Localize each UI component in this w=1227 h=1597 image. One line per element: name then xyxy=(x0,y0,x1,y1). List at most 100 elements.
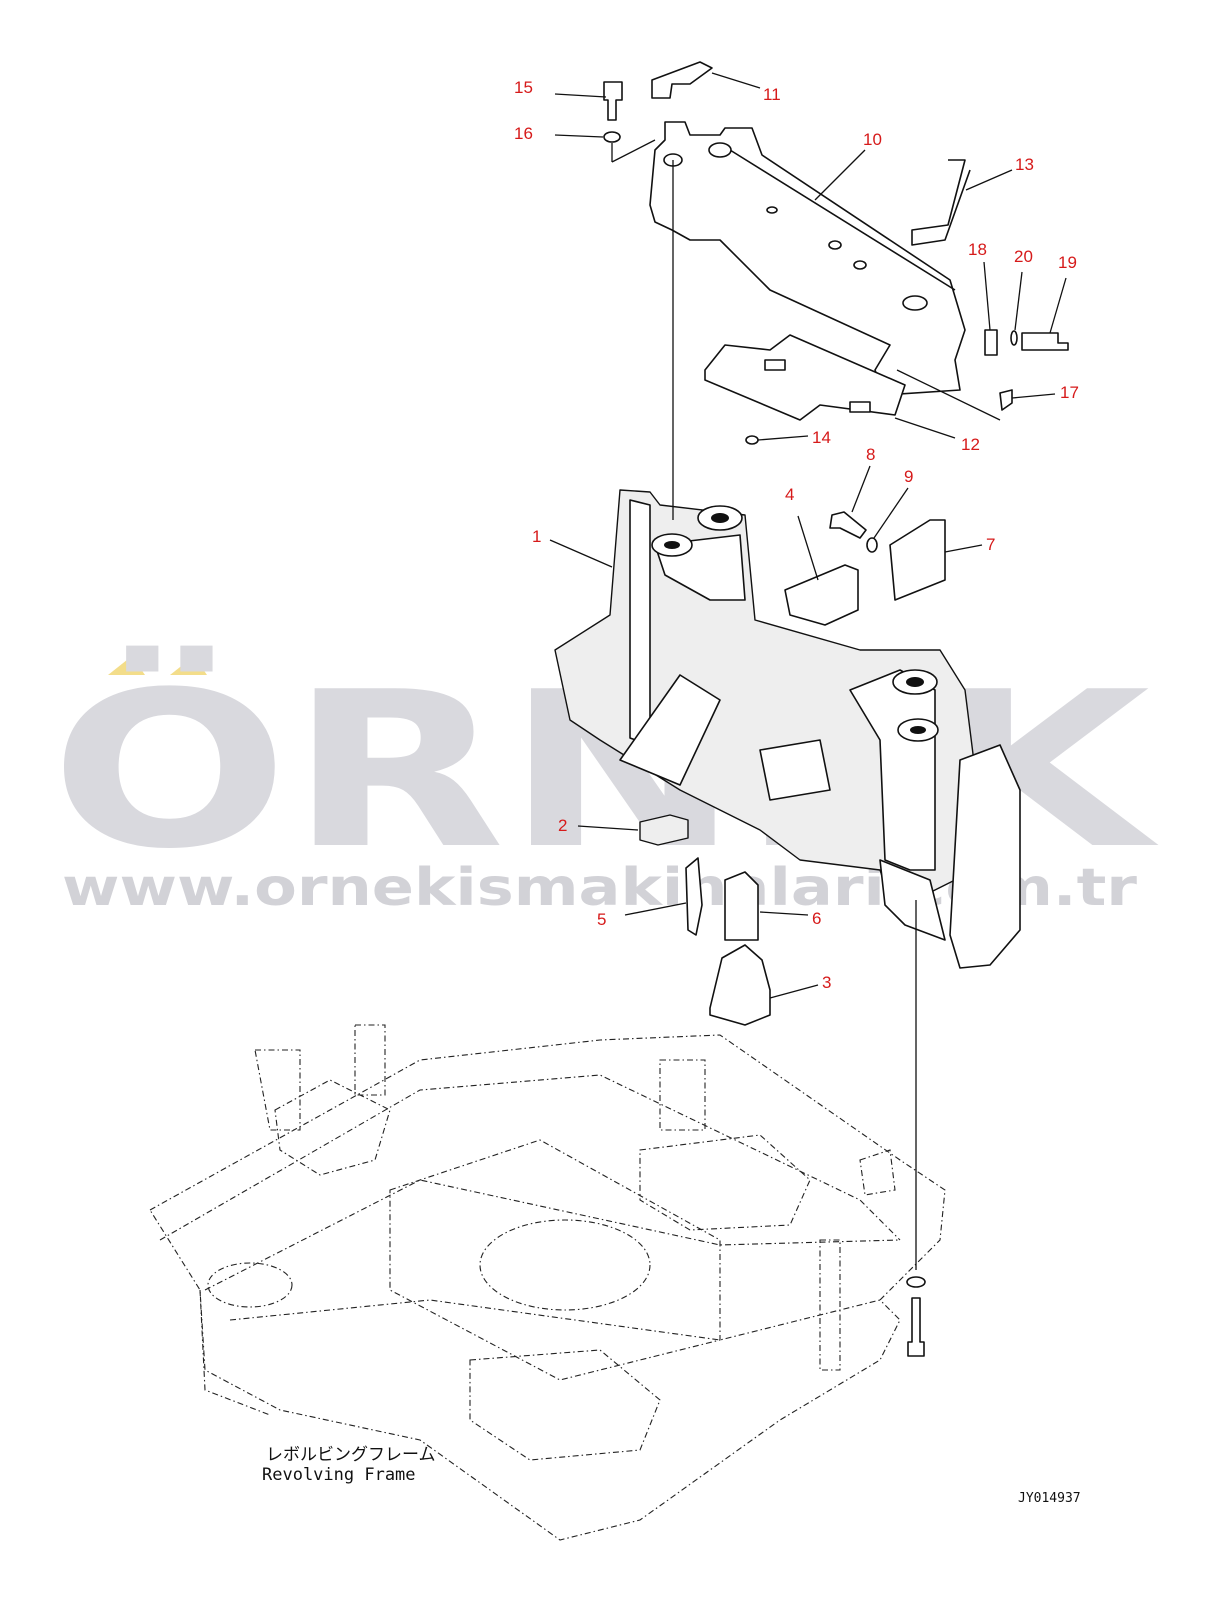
part-2-block xyxy=(639,814,689,846)
leader-11 xyxy=(711,72,761,89)
shim-window-1 xyxy=(764,359,786,371)
top-plate-edge xyxy=(729,149,956,291)
top-plate xyxy=(649,121,966,396)
revolving-frame xyxy=(149,1024,946,1541)
shim-window-2 xyxy=(849,401,871,413)
frame-boom-foot xyxy=(207,1262,293,1308)
leader-9 xyxy=(873,487,909,539)
frame-post-e xyxy=(254,1049,301,1131)
bracket-inner-block xyxy=(759,739,831,801)
top-plate-hole-6 xyxy=(766,206,778,214)
top-plate-assembly xyxy=(649,121,966,396)
bottom-bolt xyxy=(907,1297,925,1357)
callout-7: 7 xyxy=(986,535,995,554)
watermark-accent-right xyxy=(170,656,207,675)
leader-4 xyxy=(797,515,819,581)
frame-right-cutout xyxy=(639,1134,811,1231)
frame-outline xyxy=(149,1034,946,1541)
callout-15: 15 xyxy=(514,78,533,97)
frame-upper-deck xyxy=(159,1074,901,1241)
leader-17 xyxy=(1011,393,1056,399)
watermark-accent-left xyxy=(108,656,145,675)
callout-3: 3 xyxy=(822,973,831,992)
frame-post-b xyxy=(659,1059,706,1131)
frame-label-japanese: レボルビングフレーム xyxy=(266,1445,436,1465)
part-20-washer xyxy=(1010,330,1018,346)
frame-post-d xyxy=(819,1239,841,1371)
mount-rubber-4-core xyxy=(910,726,926,734)
part-6-block xyxy=(724,871,759,941)
part-14-washer xyxy=(745,435,759,445)
callout-10: 10 xyxy=(863,130,882,149)
callout-14: 14 xyxy=(812,428,831,447)
frame-center-box xyxy=(389,1139,721,1381)
bottom-washer xyxy=(906,1276,926,1288)
mount-rubber-3-core xyxy=(906,677,924,687)
frame-lower-line xyxy=(229,1299,881,1341)
frame-post-c xyxy=(859,1149,896,1196)
leader-6 xyxy=(759,911,809,916)
frame-post-a xyxy=(354,1024,386,1096)
callout-9: 9 xyxy=(904,467,913,486)
bracket-foot xyxy=(879,859,946,941)
part-4-block xyxy=(784,564,859,626)
callout-16: 16 xyxy=(514,124,533,143)
part-15-bolt xyxy=(603,81,623,121)
leader-7 xyxy=(944,544,983,553)
leader-18 xyxy=(983,261,991,331)
drawing-code: JY014937 xyxy=(1018,1491,1081,1506)
assembly-line-washer-diag xyxy=(611,139,656,163)
part-5-block xyxy=(685,857,703,936)
part-18-plate xyxy=(984,329,998,356)
bracket-left-rib xyxy=(629,499,651,746)
frame-boom-post xyxy=(199,1289,271,1416)
leader-3 xyxy=(769,984,819,999)
callout-18: 18 xyxy=(968,240,987,259)
callout-6: 6 xyxy=(812,909,821,928)
callout-20: 20 xyxy=(1014,247,1033,266)
leader-13 xyxy=(965,169,1013,191)
part-3-block xyxy=(709,944,771,1026)
part-11-block xyxy=(651,61,713,99)
part-13-angle xyxy=(911,159,971,246)
callout-11: 11 xyxy=(763,85,781,104)
callout-13: 13 xyxy=(1015,155,1034,174)
assembly-lines xyxy=(611,139,1001,1270)
top-plate-hole-3 xyxy=(902,295,928,311)
bracket-assembly xyxy=(554,489,1021,969)
leader-8 xyxy=(851,465,871,513)
part-16-washer xyxy=(603,131,621,143)
callout-2: 2 xyxy=(558,816,567,835)
leader-10 xyxy=(814,149,866,201)
assembly-line-nut xyxy=(896,369,1001,421)
part-19-bolt xyxy=(1021,332,1069,351)
frame-label-english: Revolving Frame xyxy=(262,1465,416,1485)
part-7-plate xyxy=(889,519,946,601)
callout-8: 8 xyxy=(866,445,875,464)
leader-14 xyxy=(757,435,809,441)
bracket-front-block xyxy=(619,674,721,786)
mount-rubber-1-core xyxy=(711,513,729,523)
callout-19: 19 xyxy=(1058,253,1077,272)
callout-5: 5 xyxy=(597,910,606,929)
frame-left-cutout xyxy=(274,1079,391,1176)
top-plate-hole-2 xyxy=(708,142,732,158)
frame-label: レボルビングフレーム Revolving Frame xyxy=(262,1445,436,1485)
bracket-side-plate xyxy=(949,744,1021,969)
leader-20 xyxy=(1014,271,1023,331)
leader-1 xyxy=(549,539,613,568)
callouts: 15 16 11 10 13 18 20 19 17 12 14 8 9 4 7… xyxy=(514,78,1079,992)
leader-2 xyxy=(577,825,639,831)
part-9-washer xyxy=(866,537,878,553)
leader-19 xyxy=(1049,277,1067,334)
frame-bottom-cutout xyxy=(469,1349,661,1461)
top-plate-hole-5 xyxy=(853,260,867,270)
mount-rubber-2-core xyxy=(664,541,680,549)
leader-16 xyxy=(554,134,604,138)
leader-12 xyxy=(894,417,956,439)
shim-plate xyxy=(704,334,906,421)
callout-1: 1 xyxy=(532,527,541,546)
part-8-bolt xyxy=(829,511,867,539)
